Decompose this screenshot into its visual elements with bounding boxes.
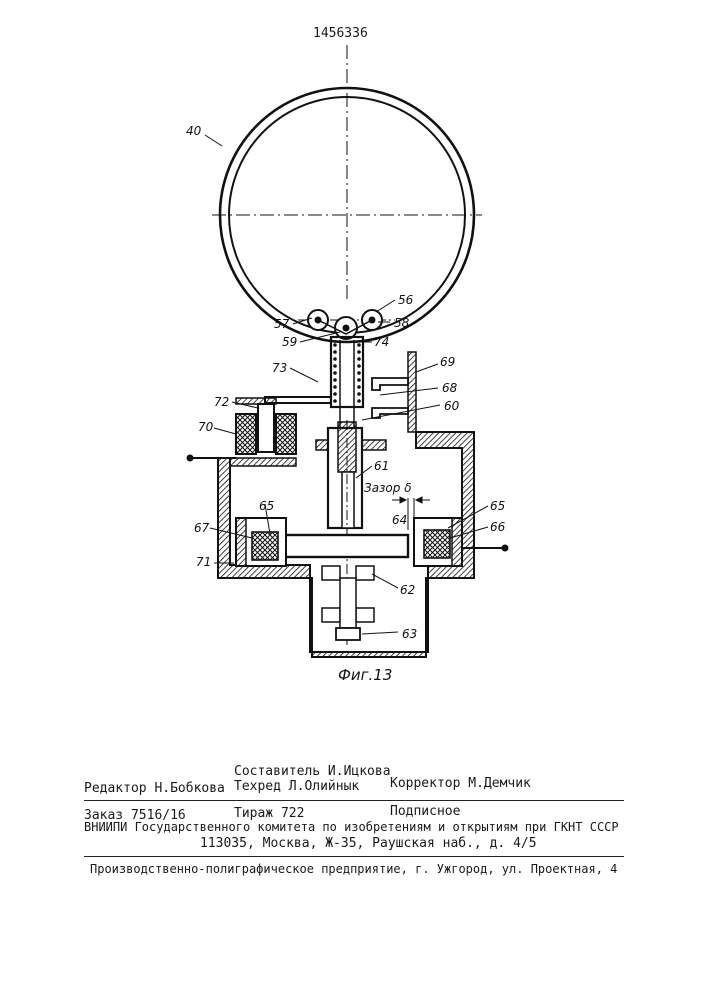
- label-60: 60: [444, 399, 460, 413]
- divider-2: [84, 856, 624, 857]
- label-74: 74: [374, 335, 389, 349]
- magnet-67: [236, 518, 286, 566]
- divider-1: [84, 800, 624, 801]
- imprint-institute: ВНИИПИ Государственного комитета по изоб…: [84, 820, 619, 834]
- label-69: 69: [440, 355, 455, 369]
- label-68: 68: [442, 381, 458, 395]
- label-70: 70: [198, 420, 214, 434]
- label-56: 56: [398, 293, 414, 307]
- label-65-right: 65: [490, 499, 505, 513]
- imprint-corrector: Корректор М.Демчик: [390, 776, 531, 791]
- imprint-printer: Производственно-полиграфическое предприя…: [90, 862, 617, 876]
- label-61: 61: [374, 459, 389, 473]
- label-63: 63: [402, 627, 417, 641]
- bracket-69: [372, 352, 416, 432]
- label-40: 40: [186, 124, 202, 138]
- label-58: 58: [394, 316, 410, 330]
- imprint-circulation: Тираж 722: [234, 806, 304, 821]
- wheel-40: [212, 45, 482, 342]
- label-65-left: 65: [259, 499, 274, 513]
- label-71: 71: [196, 555, 211, 569]
- label-62: 62: [400, 583, 415, 597]
- label-59: 59: [282, 335, 297, 349]
- label-gap: Зазор δ: [364, 481, 412, 495]
- imprint-compiler: Составитель И.Ицкова: [234, 764, 391, 779]
- label-72: 72: [214, 395, 229, 409]
- label-66: 66: [490, 520, 506, 534]
- imprint-subscription: Подписное: [390, 804, 460, 819]
- imprint-address: 113035, Москва, Ж-35, Раушская наб., д. …: [200, 836, 537, 851]
- bearings-62-63: [322, 566, 374, 640]
- imprint-techred: Техред Л.Олийнык: [234, 779, 359, 794]
- label-67: 67: [194, 521, 210, 535]
- label-64: 64: [392, 513, 407, 527]
- disk-64: [284, 535, 408, 557]
- figure-caption: Фиг.13: [338, 666, 392, 684]
- label-73: 73: [272, 361, 287, 375]
- imprint-editor: Редактор Н.Бобкова: [84, 781, 225, 796]
- label-57: 57: [274, 317, 290, 331]
